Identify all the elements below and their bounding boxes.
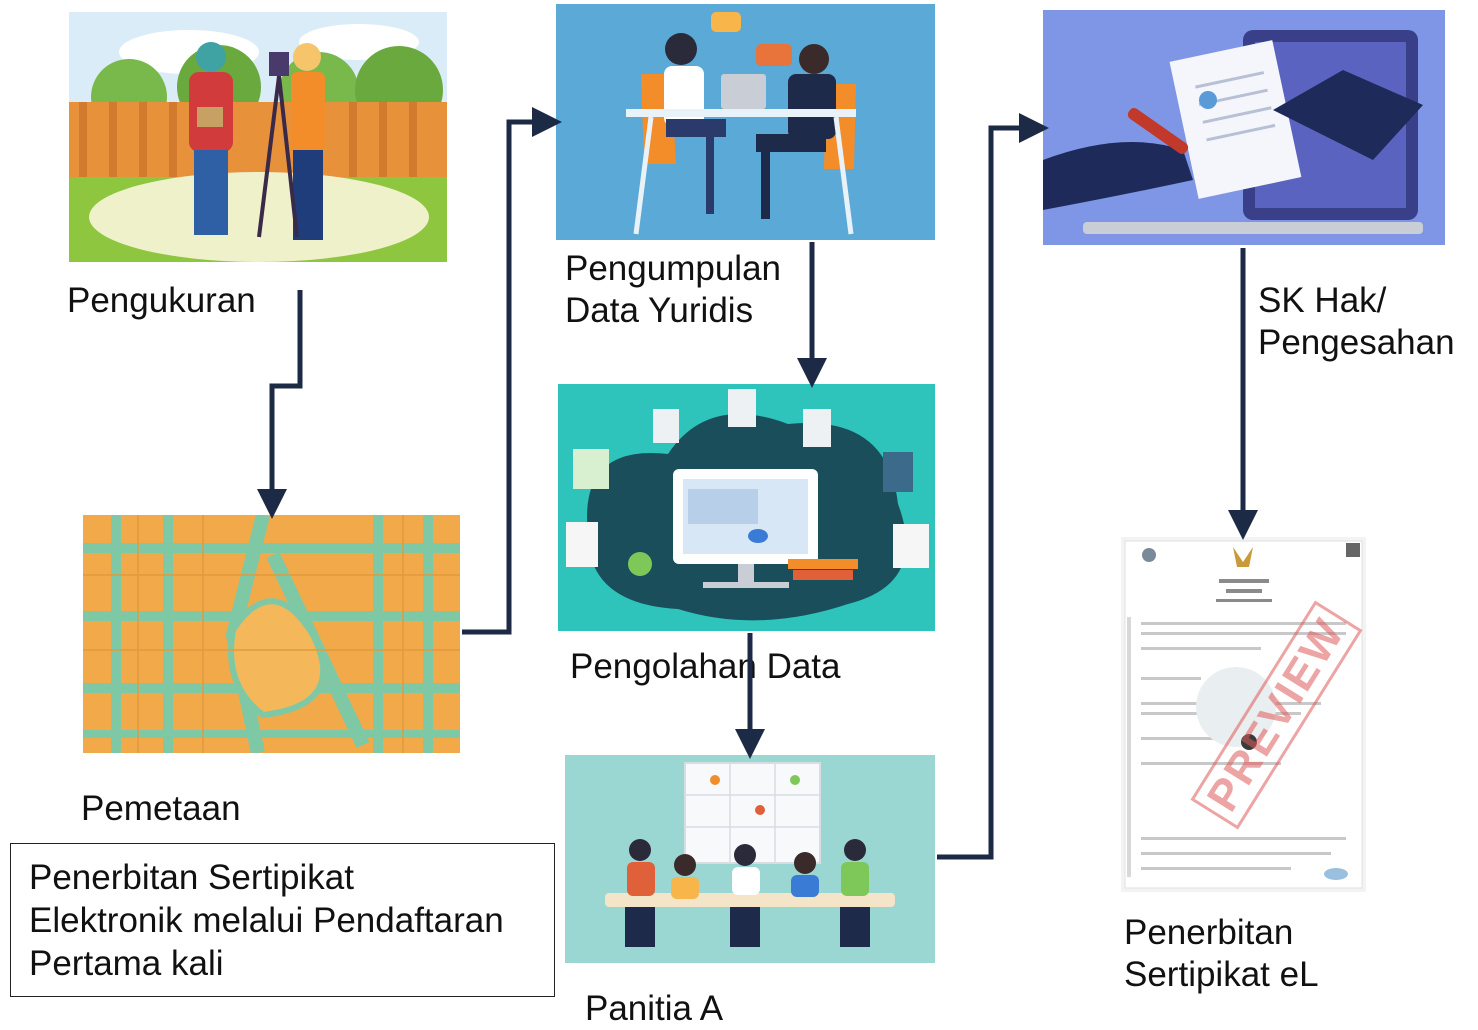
pengumpulan-line1: Pengumpulan bbox=[565, 249, 781, 288]
pengumpulan-label: Pengumpulan Data Yuridis bbox=[565, 248, 781, 332]
sk-line2: Pengesahan bbox=[1258, 323, 1455, 362]
penerbitan-line1: Penerbitan bbox=[1124, 913, 1294, 952]
pemetaan-image bbox=[83, 515, 460, 753]
pengolahan-image bbox=[558, 384, 935, 631]
sk-image bbox=[1043, 10, 1445, 245]
certificate-image: PREVIEW bbox=[1121, 537, 1366, 892]
arrow-pemetaan-to-pengumpulan bbox=[462, 107, 562, 635]
pengumpulan-line2: Data Yuridis bbox=[565, 291, 754, 330]
panitia-image bbox=[565, 755, 935, 963]
description-box: Penerbitan Sertipikat Elektronik melalui… bbox=[10, 843, 555, 997]
penerbitan-line2: Sertipikat eL bbox=[1124, 955, 1319, 994]
pengumpulan-image bbox=[556, 4, 935, 240]
penerbitan-label: Penerbitan Sertipikat eL bbox=[1124, 912, 1319, 996]
sk-label: SK Hak/ Pengesahan bbox=[1258, 280, 1455, 364]
arrow-pengukuran-to-pemetaan bbox=[257, 290, 303, 519]
pemetaan-label: Pemetaan bbox=[81, 789, 241, 828]
pengolahan-label: Pengolahan Data bbox=[570, 647, 841, 686]
description-line3: Pertama kali bbox=[29, 944, 224, 983]
description-line2: Elektronik melalui Pendaftaran bbox=[29, 901, 504, 940]
panitia-label: Panitia A bbox=[585, 989, 724, 1028]
pengukuran-image bbox=[69, 12, 447, 262]
pengukuran-label: Pengukuran bbox=[67, 281, 256, 320]
arrow-panitia-to-sk bbox=[937, 113, 1049, 860]
sk-line1: SK Hak/ bbox=[1258, 281, 1387, 320]
description-line1: Penerbitan Sertipikat bbox=[29, 858, 354, 897]
